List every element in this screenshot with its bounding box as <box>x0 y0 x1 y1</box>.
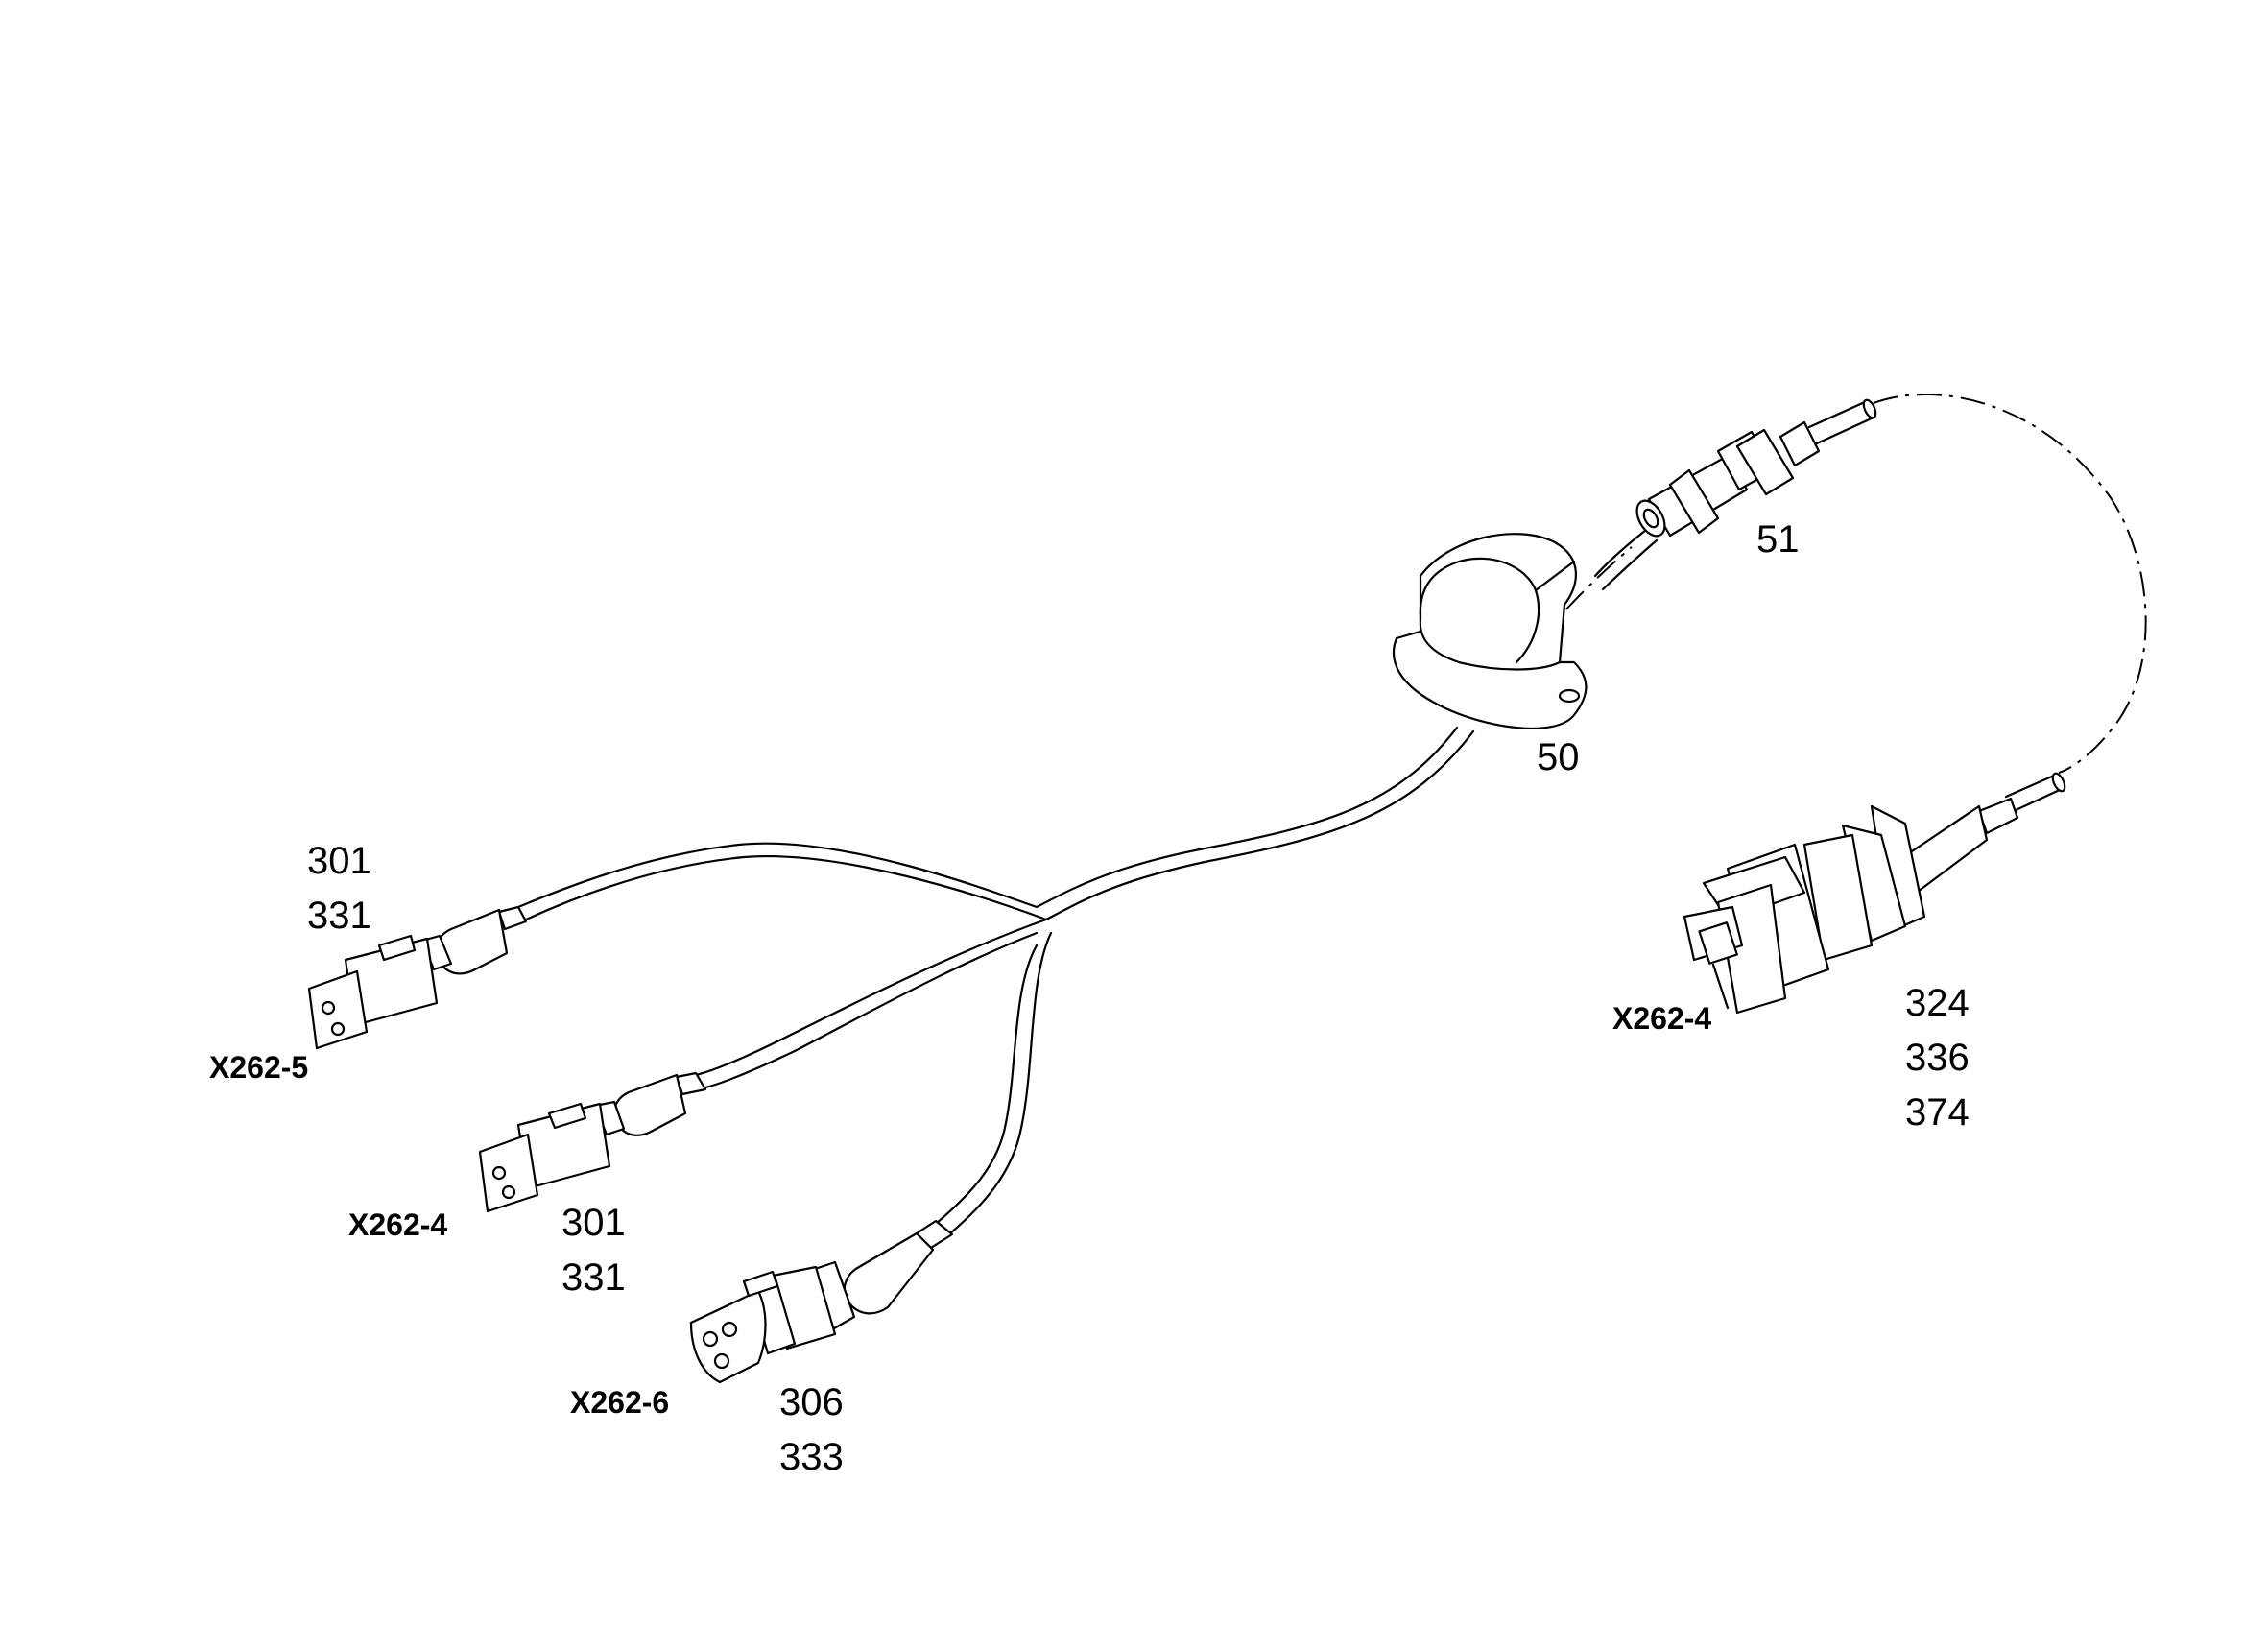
connector-x262-6 <box>689 1219 954 1384</box>
connector-label-x262-4-left: X262-4 <box>348 1207 447 1242</box>
callout-331-mid: 331 <box>561 1256 626 1299</box>
connector-x262-4-left <box>478 1071 707 1213</box>
callout-301-upper: 301 <box>307 840 371 882</box>
callout-51: 51 <box>1756 518 1800 561</box>
callout-336: 336 <box>1905 1037 1970 1079</box>
callout-306: 306 <box>779 1381 844 1423</box>
callout-374: 374 <box>1905 1091 1970 1134</box>
connector-label-x262-6: X262-6 <box>570 1385 669 1420</box>
callout-324: 324 <box>1905 982 1970 1024</box>
connector-x262-5 <box>307 905 528 1050</box>
callout-301-mid: 301 <box>561 1202 626 1244</box>
connector-label-x262-4-right: X262-4 <box>1612 1001 1711 1036</box>
housing-part-50 <box>1392 533 1588 730</box>
callout-333: 333 <box>779 1436 844 1478</box>
callout-50: 50 <box>1537 736 1580 778</box>
callout-labels: 50 51 301 331 X262-5 X262-4 301 331 X262… <box>209 518 1970 1478</box>
callout-331-upper: 331 <box>307 895 371 937</box>
connector-label-x262-5: X262-5 <box>209 1050 308 1085</box>
connector-x262-4-right <box>1683 772 2066 1015</box>
cable-harness <box>516 524 1659 1235</box>
fitting-part-51 <box>1635 394 2147 774</box>
